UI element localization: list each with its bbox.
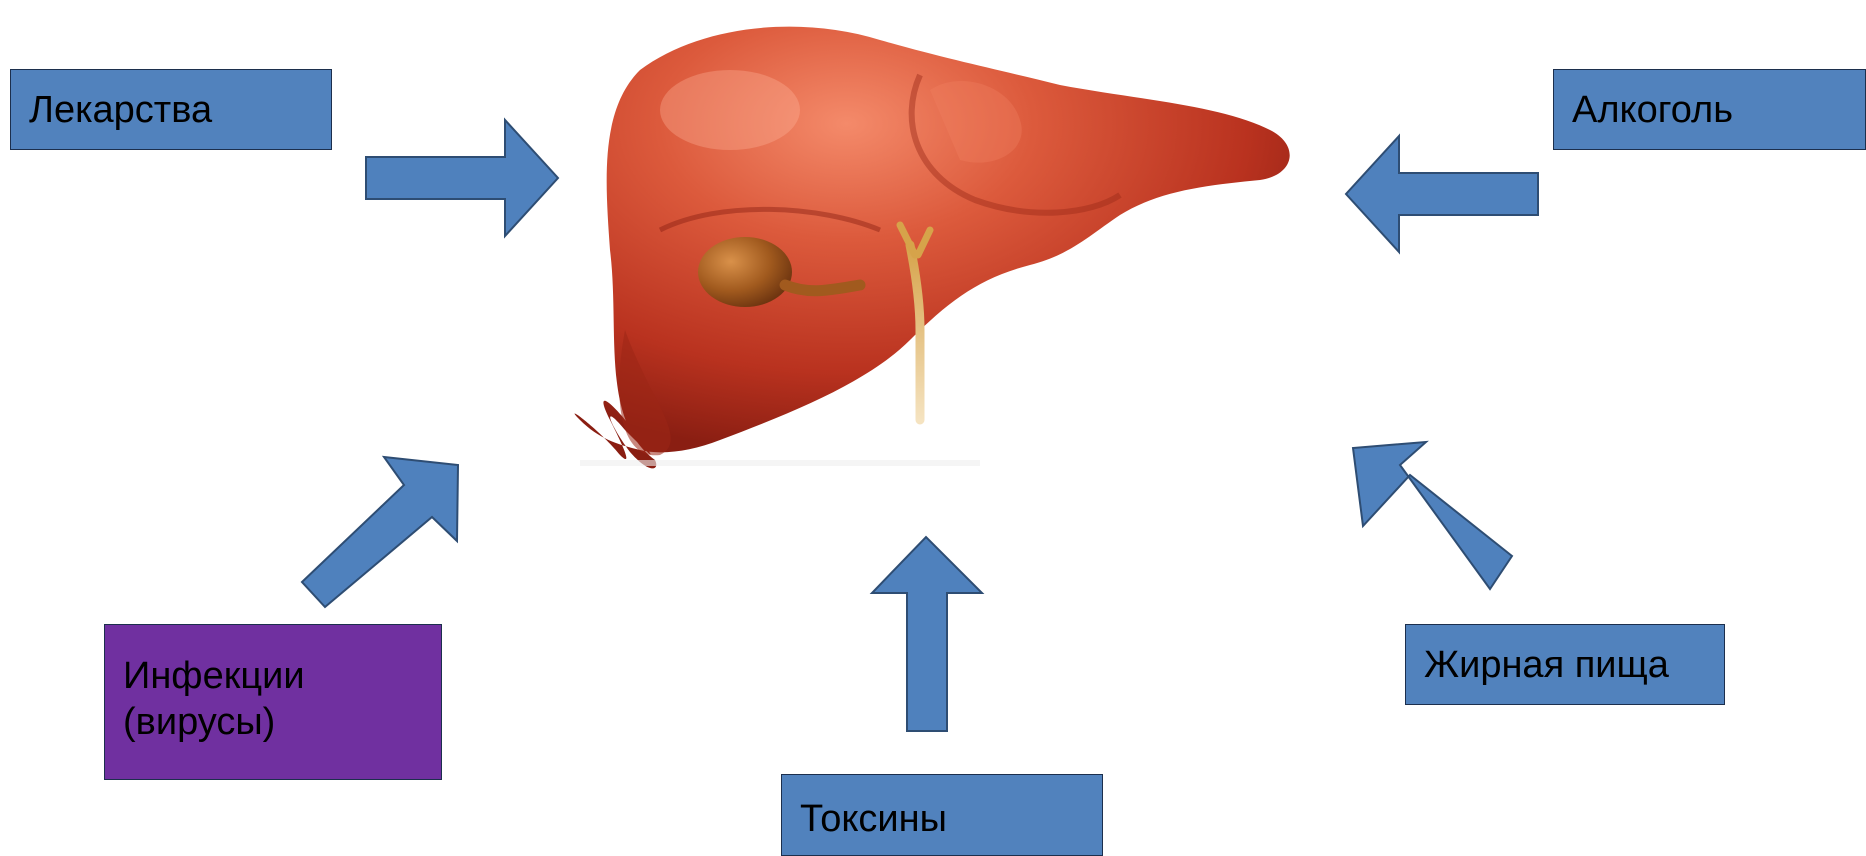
infections-label-line1: Инфекции bbox=[123, 653, 441, 699]
arrow-up-icon bbox=[872, 537, 982, 731]
alcohol-box: Алкоголь bbox=[1553, 69, 1866, 150]
fatty-food-label: Жирная пища bbox=[1424, 644, 1669, 686]
infections-label-line2: (вирусы) bbox=[123, 699, 441, 745]
medicines-label: Лекарства bbox=[29, 89, 212, 131]
toxins-label: Токсины bbox=[800, 798, 947, 840]
medicines-box: Лекарства bbox=[10, 69, 332, 150]
toxins-box: Токсины bbox=[781, 774, 1103, 856]
arrow-up-right-icon bbox=[302, 457, 458, 607]
arrow-right-icon bbox=[366, 120, 558, 236]
arrow-left-icon bbox=[1346, 136, 1538, 252]
alcohol-label: Алкоголь bbox=[1572, 89, 1733, 131]
fatty-food-box: Жирная пища bbox=[1405, 624, 1725, 705]
infections-box: Инфекции (вирусы) bbox=[104, 624, 442, 780]
arrow-up-left-icon bbox=[1353, 442, 1512, 589]
